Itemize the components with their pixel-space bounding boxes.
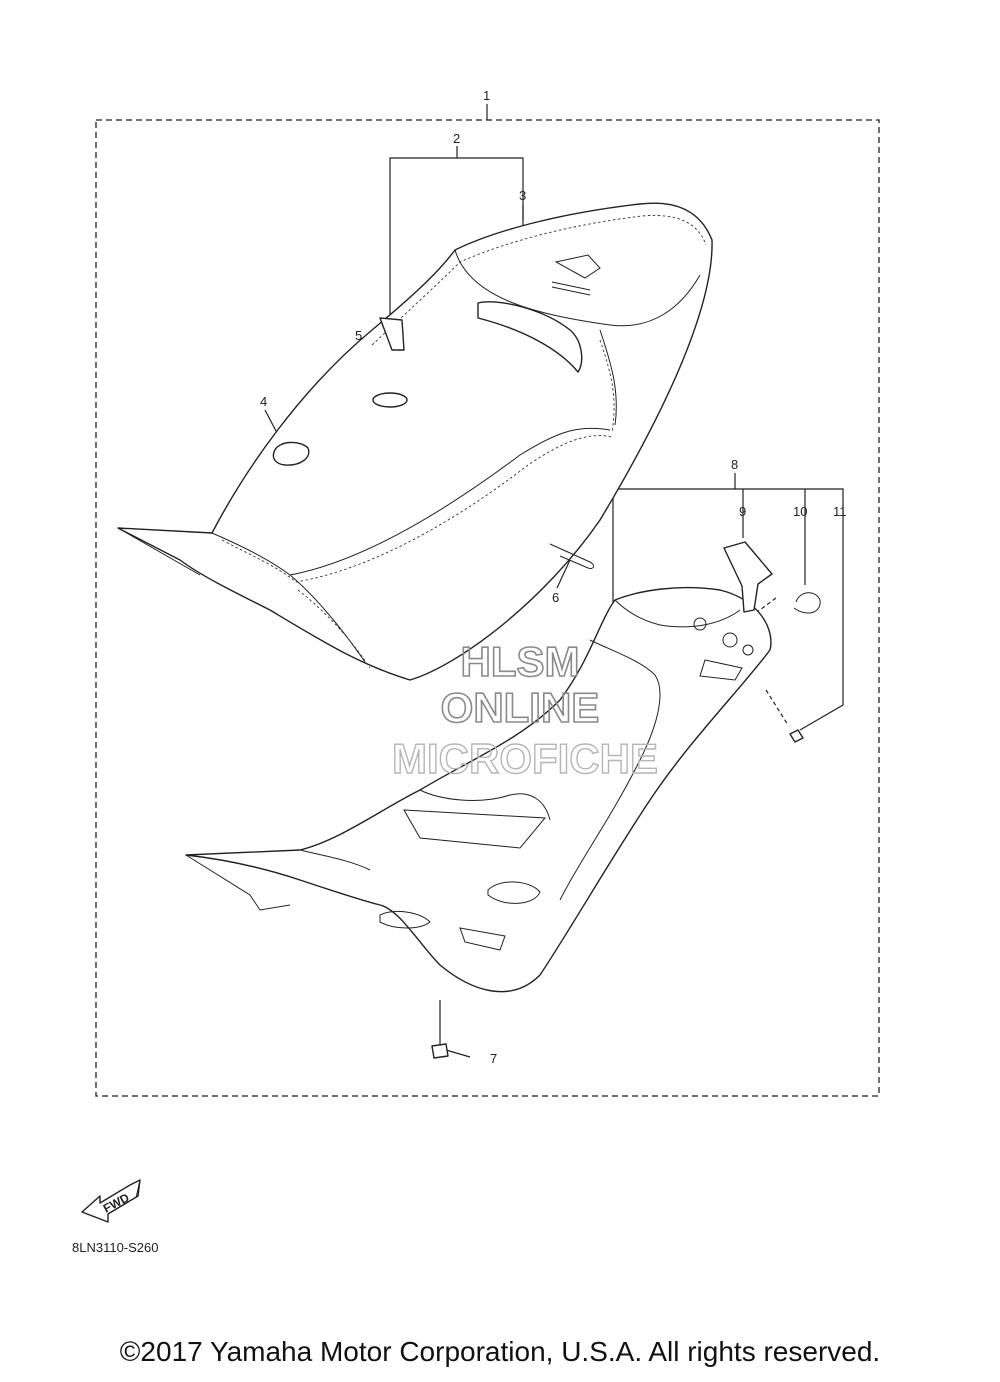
callout-5: 5 (355, 328, 362, 343)
seat-assembly (117, 202, 713, 681)
copyright-notice: ©2017 Yamaha Motor Corporation, U.S.A. A… (119, 1336, 881, 1367)
cap-5 (372, 392, 408, 408)
callout-6: 6 (552, 590, 559, 605)
clip-10 (793, 592, 821, 614)
callout-labels: 1 2 3 4 5 6 7 8 9 10 11 (260, 88, 847, 1066)
callout-7: 7 (490, 1051, 497, 1066)
bracket-9 (723, 541, 773, 613)
callout-8: 8 (731, 457, 738, 472)
watermark-line-2: ONLINE (441, 684, 600, 731)
callout-10: 10 (793, 504, 807, 519)
clip-7 (431, 1043, 449, 1059)
pin-6 (549, 543, 595, 569)
cap-4 (272, 441, 310, 466)
callout-2: 2 (453, 131, 460, 146)
watermark-line-1: HLSM (461, 638, 580, 685)
callout-9: 9 (739, 504, 746, 519)
callout-11: 11 (833, 504, 847, 519)
seat-base (185, 586, 772, 993)
watermark-line-3: MICROFICHE (392, 735, 658, 782)
fwd-arrow-icon: FWD (81, 1179, 141, 1223)
grab-strap (477, 301, 583, 373)
callout-1: 1 (483, 88, 490, 103)
callout-4: 4 (260, 394, 267, 409)
nut-11 (789, 729, 804, 743)
watermark: HLSM ONLINE MICROFICHE (391, 637, 658, 783)
drawing-code: 8LN3110-S260 (72, 1240, 159, 1255)
seat-tab (379, 317, 405, 351)
callout-3: 3 (519, 188, 526, 203)
seat-logo-emblem (551, 254, 601, 296)
